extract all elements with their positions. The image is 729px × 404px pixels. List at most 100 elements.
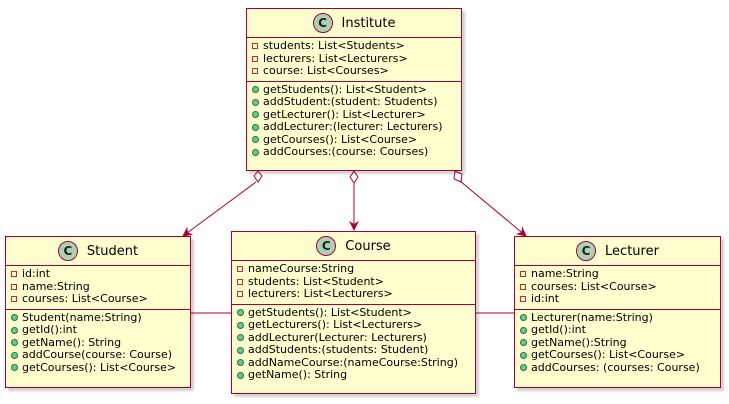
class-icon: C [316, 236, 337, 256]
method-row: addCourse(course: Course) [6, 348, 190, 362]
method-text: addStudent:(student: Students) [263, 95, 438, 108]
method-text: getName(): String [22, 335, 122, 349]
public-icon [515, 339, 531, 347]
method-row: addNameCourse:(nameCourse:String) [232, 356, 475, 370]
section-divider [515, 265, 720, 266]
public-icon [519, 364, 527, 372]
method-row: getId():int [6, 323, 190, 337]
attribute-row: students: List<Students> [247, 39, 461, 53]
private-icon [6, 283, 22, 290]
attribute-text: lecturers: List<Lecturers> [263, 51, 408, 65]
private-icon [247, 43, 263, 50]
attribute-text: course: List<Courses> [263, 64, 389, 77]
methods-section: getStudents(): List<Student>addStudent:(… [247, 82, 461, 162]
method-text: getId():int [22, 323, 77, 336]
public-icon [236, 321, 244, 329]
public-icon [247, 148, 263, 156]
public-icon [247, 86, 263, 94]
attribute-text: name:String [22, 279, 90, 293]
attribute-row: students: List<Student> [232, 274, 475, 289]
public-icon [247, 123, 263, 131]
attribute-text: students: List<Student> [248, 274, 384, 288]
method-text: getName(): String [248, 368, 348, 381]
public-icon [10, 326, 18, 334]
method-row: getStudents(): List<Student> [232, 306, 475, 320]
public-icon [10, 364, 18, 372]
method-text: getName():String [531, 335, 627, 349]
public-icon [232, 359, 248, 367]
section-divider [232, 303, 475, 305]
section-divider [6, 265, 190, 266]
public-icon [247, 136, 263, 144]
methods-section: getStudents(): List<Student>getLecturers… [232, 305, 475, 385]
attribute-row: name:String [515, 267, 720, 281]
private-icon [247, 68, 263, 75]
public-icon [247, 111, 263, 119]
method-text: getCourses(): List<Course> [263, 132, 418, 146]
private-icon [252, 55, 258, 62]
attribute-row: lecturers: List<Lecturers> [232, 287, 475, 301]
private-icon [247, 55, 263, 62]
public-icon [236, 334, 244, 342]
class-name: Institute [341, 15, 396, 31]
public-icon [6, 314, 22, 322]
public-icon [6, 364, 22, 372]
method-text: addCourse(course: Course) [22, 348, 173, 361]
aggregation-institute-course [349, 170, 359, 231]
method-row: getCourses(): List<Course> [515, 348, 720, 362]
attribute-row: name:String [6, 279, 190, 294]
private-icon [252, 43, 258, 50]
method-text: getStudents(): List<Student> [263, 82, 427, 96]
public-icon [515, 351, 531, 359]
method-row: getLecturers(): List<Lecturers> [232, 318, 475, 332]
attribute-text: id:int [531, 292, 560, 305]
section-divider [515, 308, 720, 310]
public-icon [519, 351, 527, 359]
private-icon [515, 296, 531, 303]
public-icon [247, 98, 263, 106]
section-divider [247, 80, 461, 82]
method-row: getName(): String [232, 368, 475, 382]
attributes-section: students: List<Students>lecturers: List<… [247, 38, 461, 81]
public-icon [251, 98, 259, 106]
private-icon [232, 291, 248, 298]
section-divider [6, 308, 190, 310]
method-row: addLecturer:(lecturer: Lecturers) [247, 120, 461, 134]
public-icon [515, 364, 531, 372]
public-icon [251, 148, 259, 156]
public-icon [6, 351, 22, 359]
class-institute[interactable]: C Institute students: List<Students>lectur… [246, 8, 462, 171]
public-icon [236, 309, 244, 317]
method-row: addLecturer(Lecturer: Lecturers) [232, 331, 475, 345]
method-text: getLecturers(): List<Lecturers> [248, 318, 423, 331]
method-text: addCourses:(course: Courses) [263, 145, 429, 158]
method-text: addStudents:(students: Student) [248, 343, 429, 356]
public-icon [251, 123, 259, 131]
private-icon [232, 266, 248, 273]
attribute-row: id:int [515, 292, 720, 306]
class-header: C Institute [247, 9, 461, 37]
private-icon [11, 271, 17, 278]
method-text: getLecturer(): List<Lecturer> [263, 107, 426, 121]
public-icon [515, 326, 531, 334]
public-icon [519, 326, 527, 334]
method-text: addCourses: (courses: Course) [531, 360, 700, 374]
method-row: getId():int [515, 323, 720, 337]
method-row: addCourses:(course: Courses) [247, 145, 461, 159]
class-icon: C [312, 13, 333, 33]
private-icon [515, 271, 531, 278]
class-icon: C [576, 241, 597, 261]
method-row: getCourses(): List<Course> [247, 132, 461, 147]
method-text: addLecturer:(lecturer: Lecturers) [263, 120, 443, 133]
public-icon [10, 351, 18, 359]
method-row: getLecturer(): List<Lecturer> [247, 107, 461, 122]
